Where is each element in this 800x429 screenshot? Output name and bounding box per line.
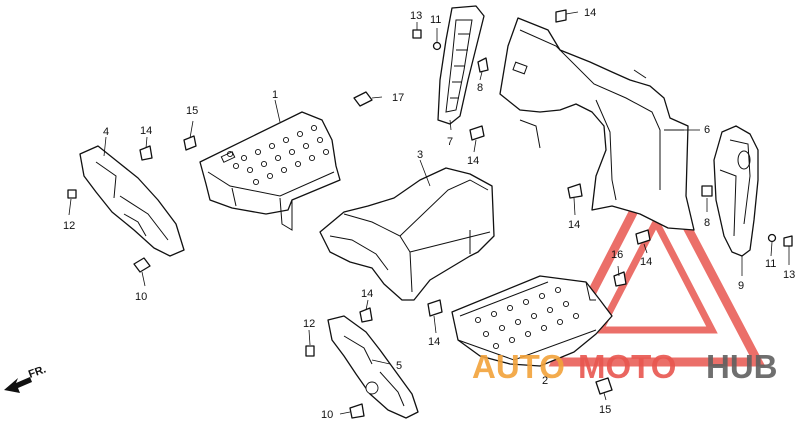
callout-14c: 14	[467, 155, 479, 167]
part-5-lower-bracket	[327, 315, 419, 419]
callout-11b: 11	[765, 258, 776, 270]
callout-13a: 13	[410, 10, 422, 22]
callout-14e: 14	[361, 288, 373, 300]
callout-16: 16	[611, 249, 623, 261]
callout-13b: 13	[783, 269, 795, 281]
callout-8b: 8	[704, 217, 710, 229]
callout-10a: 10	[135, 291, 147, 303]
watermark-triangle	[548, 158, 766, 367]
watermark-auto: AUTO	[472, 348, 565, 385]
callout-15a: 15	[186, 105, 198, 117]
callout-11a: 11	[430, 14, 441, 26]
callout-14d: 14	[568, 219, 580, 231]
callout-2: 2	[542, 375, 548, 387]
callout-10b: 10	[321, 409, 333, 421]
callout-7: 7	[447, 136, 453, 148]
callout-labels: 1 2 3 4 5 6 7 8 8 9 10 10 11 11 12 12 13…	[63, 7, 795, 421]
callout-14a: 14	[584, 7, 596, 19]
callout-4: 4	[103, 126, 109, 138]
watermark-moto: MOTO	[578, 348, 676, 385]
part-3-tunnel	[319, 167, 495, 301]
part-6-center-cover	[499, 17, 695, 231]
front-direction-arrow: FR.	[4, 363, 48, 393]
callout-5: 5	[396, 360, 402, 372]
callout-14g: 14	[640, 256, 652, 268]
leader-lines	[68, 11, 790, 415]
watermark-hub: HUB	[706, 348, 778, 385]
front-direction-label: FR.	[27, 363, 48, 380]
callout-3: 3	[417, 149, 423, 161]
callout-14b: 14	[140, 125, 152, 137]
part-1-upper-tray	[199, 111, 341, 231]
callout-14f: 14	[428, 336, 440, 348]
callout-1: 1	[272, 89, 278, 101]
part-4-left-bracket	[79, 145, 185, 257]
callout-6: 6	[704, 124, 710, 136]
callout-9: 9	[738, 280, 744, 292]
fasteners	[67, 9, 793, 419]
part-7-grille	[437, 5, 485, 125]
part-2-lower-tray	[451, 275, 613, 367]
callout-12a: 12	[63, 220, 75, 232]
part-9-right-cover	[713, 125, 759, 257]
callout-8a: 8	[477, 82, 483, 94]
callout-17: 17	[392, 92, 404, 104]
callout-15b: 15	[599, 404, 611, 416]
callout-12b: 12	[303, 318, 315, 330]
watermark-text: AUTO MOTO HUB	[472, 348, 778, 385]
